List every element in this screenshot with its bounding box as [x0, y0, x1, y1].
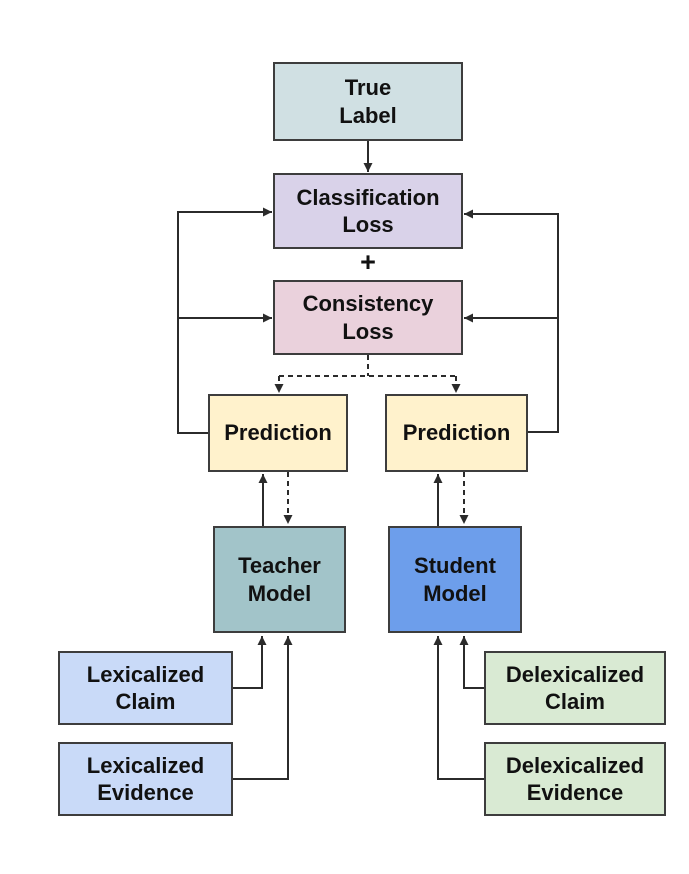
true-label-node: True Label: [273, 62, 463, 141]
lexicalized-evidence-node: Lexicalized Evidence: [58, 742, 233, 816]
edge-lexclaim-to-teacher: [233, 636, 267, 689]
consistency-loss-node: Consistency Loss: [273, 280, 463, 355]
edge-delexclaim-to-student: [459, 636, 484, 689]
student-model-node: Student Model: [388, 526, 522, 633]
classification-loss-node: Classification Loss: [273, 173, 463, 249]
edge-delexevidence-to-student: [433, 636, 484, 780]
student-prediction-node: Prediction: [385, 394, 528, 472]
edge-teacherprediction-to-classification: [177, 207, 272, 434]
teacher-model-node: Teacher Model: [213, 526, 346, 633]
lexicalized-claim-node: Lexicalized Claim: [58, 651, 233, 725]
edge-studentprediction-to-classification: [464, 209, 559, 433]
delexicalized-evidence-node: Delexicalized Evidence: [484, 742, 666, 816]
edge-lexevidence-to-teacher: [233, 636, 293, 780]
plus-operator: +: [360, 247, 376, 277]
teacher-prediction-node: Prediction: [208, 394, 348, 472]
delexicalized-claim-node: Delexicalized Claim: [484, 651, 666, 725]
